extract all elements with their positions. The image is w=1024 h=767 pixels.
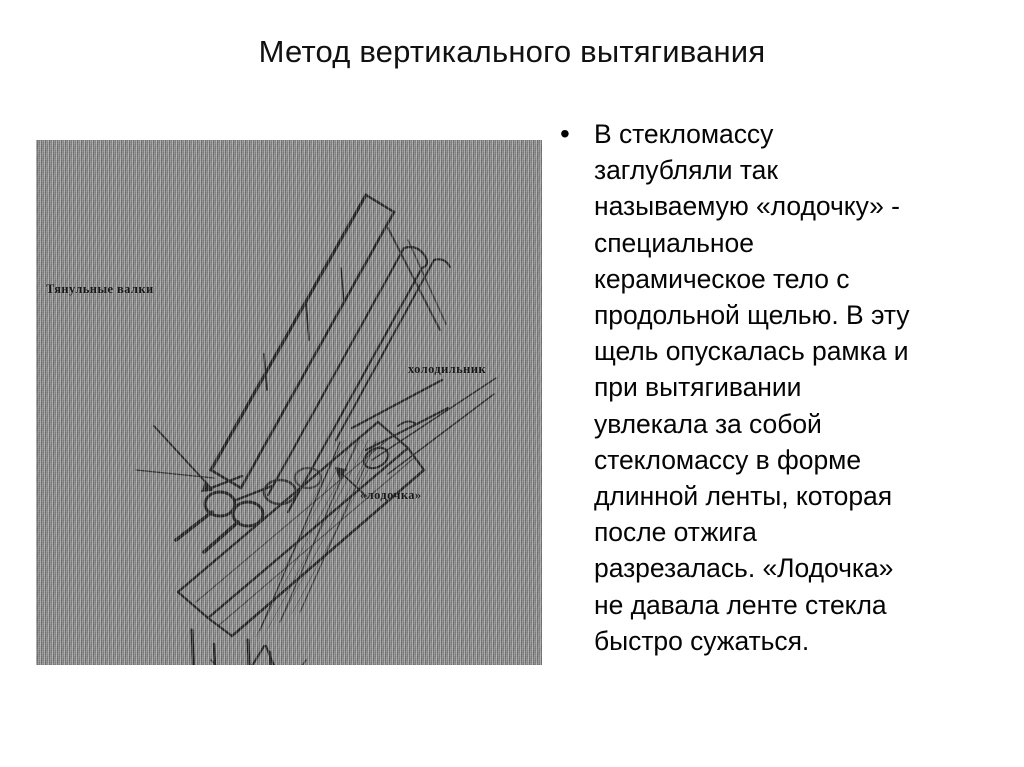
text-line: при вытягивании — [594, 372, 802, 403]
text-line: В стекломассу — [594, 119, 774, 149]
text-line: керамическое тело с — [594, 263, 850, 294]
text-line: не давала ленте стекла — [594, 589, 887, 620]
figure-line-drawing — [135, 193, 497, 665]
text-line: увлекала за собой — [594, 408, 822, 439]
text-line: щель опускалась рамка и — [594, 336, 909, 367]
text-line: длинной ленты, которая — [594, 481, 892, 512]
text-line: разрезалась. «Лодочка» — [594, 553, 894, 584]
figure-label-rollers: Тянульные валки — [46, 282, 154, 296]
text-line: заглубляли так — [594, 155, 778, 186]
text-line: после отжига — [594, 517, 757, 548]
page-title: Метод вертикального вытягивания — [258, 34, 766, 69]
text-line: быстро сужаться. — [594, 625, 810, 656]
text-line: продольной щелью. В эту — [594, 300, 910, 331]
text-line: называемую «лодочку» - — [594, 191, 900, 222]
bullet-marker-icon: • — [560, 118, 570, 149]
figure-image: Тянульные валки холодильник «лодочка» — [36, 140, 542, 665]
text-line: стекломассу в форме — [594, 444, 862, 475]
text-line: специальное — [594, 227, 754, 258]
figure-label-cooler: холодильник — [408, 362, 486, 376]
figure-label-boat: «лодочка» — [360, 488, 422, 502]
bullet-paragraph: В стекломассу заглубляли так называемую … — [594, 116, 1008, 659]
content-body: • В стекломассу заглубляли так называему… — [556, 116, 1008, 659]
bullet-list-item: • В стекломассу заглубляли так называему… — [556, 116, 1008, 659]
